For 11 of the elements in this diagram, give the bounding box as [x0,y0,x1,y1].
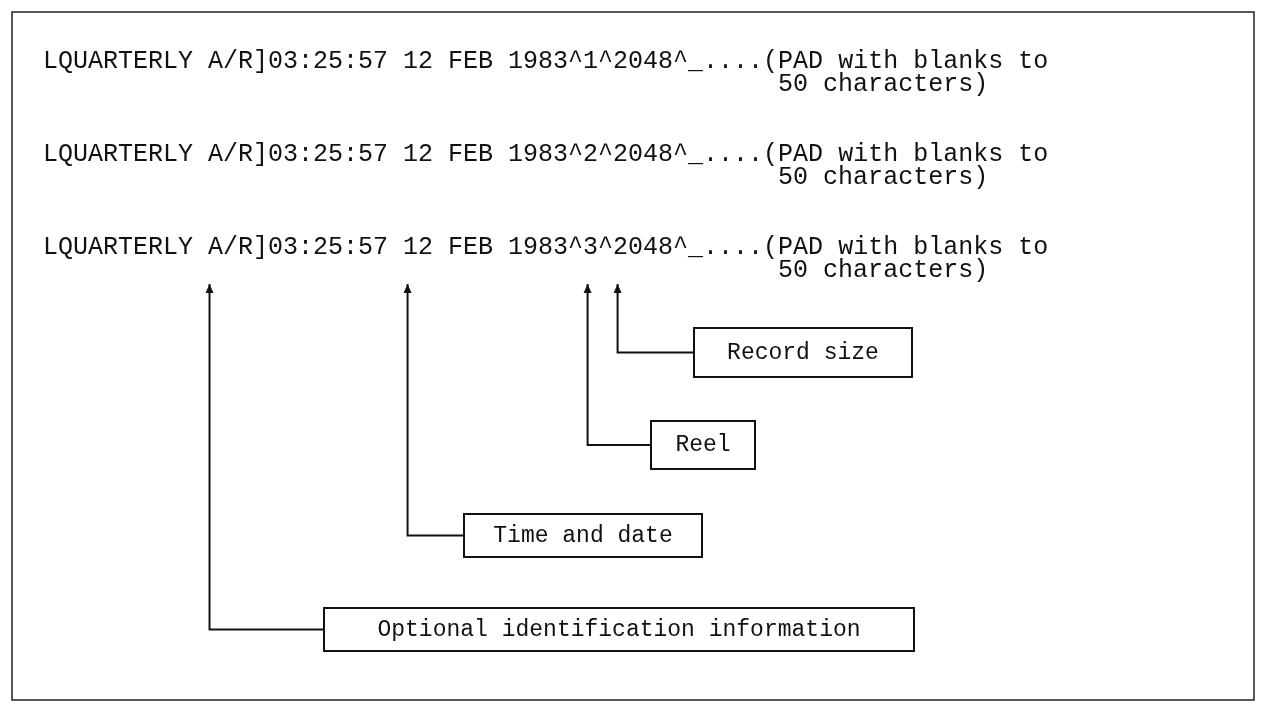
callout-box: Reel [650,420,756,470]
record-text-line: LQUARTERLY A/R]03:25:57 12 FEB 1983^1^2048^_....(PAD with blanks to 50 characters) [43,50,1064,96]
record-text-line: LQUARTERLY A/R]03:25:57 12 FEB 1983^3^2048^_....(PAD with blanks to 50 characters) [43,236,1064,282]
callout-box: Optional identification information [323,607,915,652]
leader-line [403,283,464,537]
record-text-line: LQUARTERLY A/R]03:25:57 12 FEB 1983^2^2048^_....(PAD with blanks to 50 characters) [43,143,1064,189]
leader-line [613,283,694,354]
callout-box: Record size [693,327,913,378]
callout-box: Time and date [463,513,703,558]
leader-line [583,283,651,446]
leader-line [205,283,324,631]
